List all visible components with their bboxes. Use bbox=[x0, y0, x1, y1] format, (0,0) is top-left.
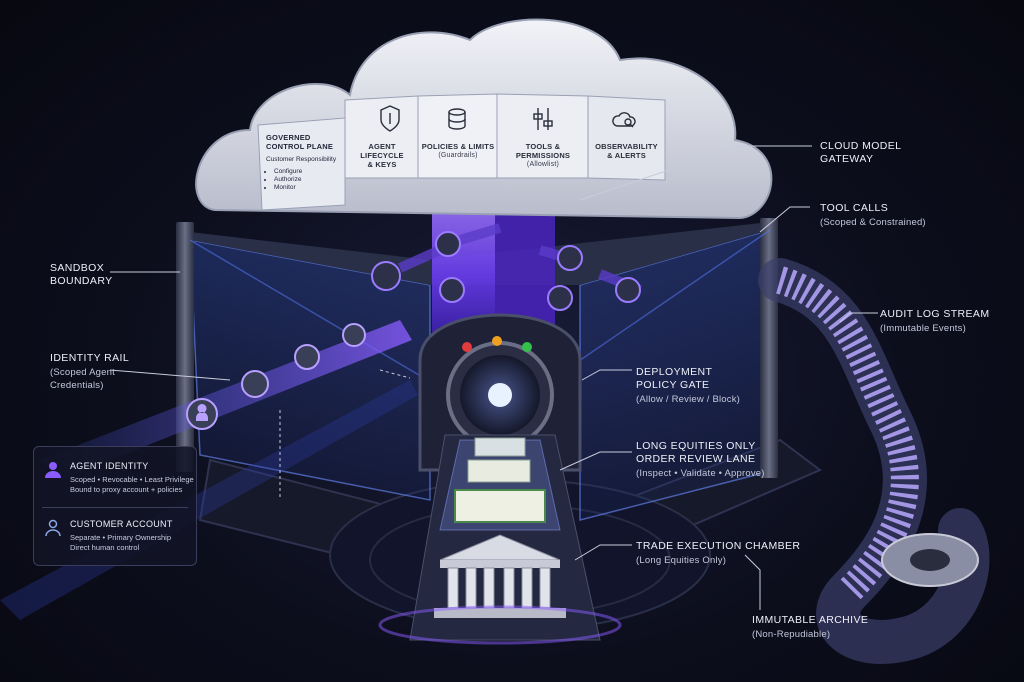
review-lane-label: LONG EQUITIES ONLY ORDER REVIEW LANE (In… bbox=[636, 440, 765, 480]
legend-agent: AGENT IDENTITY Scoped • Revocable • Leas… bbox=[70, 461, 194, 495]
execution-title: TRADE EXECUTION CHAMBER bbox=[636, 540, 801, 552]
execution-sub: (Long Equities Only) bbox=[636, 555, 727, 566]
leader-lines bbox=[109, 145, 878, 610]
policy-gate-label: DEPLOYMENT POLICY GATE (Allow / Review /… bbox=[636, 366, 740, 406]
review-lane-line-2: ORDER REVIEW LANE bbox=[636, 453, 756, 465]
legend-customer-line-2: Direct human control bbox=[70, 543, 140, 552]
governed-control-plane-panel: GOVERNED CONTROL PLANE Customer Responsi… bbox=[266, 133, 348, 192]
observability-panel: OBSERVABILITY & ALERTS bbox=[588, 142, 665, 160]
observability-title-2: & ALERTS bbox=[607, 151, 646, 160]
archive-sub: (Non-Repudiable) bbox=[752, 629, 831, 640]
observability-title-1: OBSERVABILITY bbox=[595, 142, 658, 151]
cloud-gateway-line-2: GATEWAY bbox=[820, 153, 874, 165]
tool-call-tubes bbox=[371, 223, 642, 311]
governed-title-1: GOVERNED bbox=[266, 133, 311, 142]
audit-log-title: AUDIT LOG STREAM bbox=[880, 308, 990, 320]
governed-bullets: Configure Authorize Monitor bbox=[266, 168, 348, 192]
archive-label: IMMUTABLE ARCHIVE (Non-Repudiable) bbox=[752, 614, 868, 641]
legend-agent-title: AGENT IDENTITY bbox=[70, 461, 149, 471]
certificate-2 bbox=[467, 459, 531, 483]
lifecycle-panel: AGENT LIFECYCLE & KEYS bbox=[346, 142, 418, 169]
tools-panel: TOOLS & PERMISSIONS (Allowlist) bbox=[498, 142, 588, 169]
legend-customer-line-1: Separate • Primary Ownership bbox=[70, 533, 171, 542]
gate-light-red bbox=[462, 342, 472, 352]
legend-customer: CUSTOMER ACCOUNT Separate • Primary Owne… bbox=[70, 519, 173, 553]
governed-bullet: Configure bbox=[274, 168, 348, 176]
policy-gate-line-1: DEPLOYMENT bbox=[636, 366, 713, 378]
cloud-control-plane bbox=[195, 18, 773, 220]
gate-light-green bbox=[522, 342, 532, 352]
identity-rail-title: IDENTITY RAIL bbox=[50, 352, 130, 364]
identity-rail-sub-1: (Scoped Agent bbox=[50, 367, 115, 378]
audit-log-label: AUDIT LOG STREAM (Immutable Events) bbox=[880, 308, 989, 335]
shield-icon bbox=[380, 105, 400, 132]
cloud-search-icon bbox=[612, 112, 636, 128]
governed-responsibility: Customer Responsibility bbox=[266, 156, 337, 163]
legend-divider bbox=[42, 507, 188, 508]
database-icon bbox=[448, 108, 466, 130]
tool-calls-sub: (Scoped & Constrained) bbox=[820, 217, 926, 228]
tool-calls-label: TOOL CALLS (Scoped & Constrained) bbox=[820, 202, 926, 229]
policy-gate-line-2: POLICY GATE bbox=[636, 379, 710, 391]
policy-gate-sub: (Allow / Review / Block) bbox=[636, 394, 741, 405]
sandbox-line-2: BOUNDARY bbox=[50, 275, 113, 287]
policies-sub: (Guardrails) bbox=[438, 152, 478, 159]
tool-calls-title: TOOL CALLS bbox=[820, 202, 889, 214]
governed-bullet: Authorize bbox=[274, 176, 348, 184]
legend-customer-title: CUSTOMER ACCOUNT bbox=[70, 519, 173, 529]
policies-title: POLICIES & LIMITS bbox=[421, 142, 495, 151]
agent-person-icon bbox=[45, 462, 61, 478]
sandbox-line-1: SANDBOX bbox=[50, 262, 105, 274]
lifecycle-title-2: & KEYS bbox=[367, 160, 397, 169]
lifecycle-title-1: AGENT LIFECYCLE bbox=[360, 142, 404, 160]
tools-title: TOOLS & PERMISSIONS bbox=[515, 142, 571, 160]
identity-rail-nodes bbox=[186, 323, 366, 430]
cloud-gateway-label: CLOUD MODEL GATEWAY bbox=[820, 140, 901, 166]
policy-gate bbox=[418, 313, 582, 472]
governed-title-2: CONTROL PLANE bbox=[266, 142, 334, 151]
legend-agent-line-1: Scoped • Revocable • Least Privilege bbox=[70, 475, 194, 484]
review-lane-line-1: LONG EQUITIES ONLY bbox=[636, 440, 756, 452]
policies-panel: POLICIES & LIMITS (Guardrails) bbox=[418, 142, 498, 160]
execution-chamber bbox=[378, 534, 622, 645]
customer-person-icon bbox=[45, 519, 61, 537]
sandbox-label: SANDBOX BOUNDARY bbox=[50, 262, 113, 288]
certificate-3 bbox=[454, 489, 546, 523]
gate-light-yellow bbox=[492, 336, 502, 346]
audit-log-stream bbox=[758, 258, 990, 664]
cloud-gateway-line-1: CLOUD MODEL bbox=[820, 140, 902, 152]
review-lane-sub: (Inspect • Validate • Approve) bbox=[636, 468, 765, 479]
archive-title: IMMUTABLE ARCHIVE bbox=[752, 614, 869, 626]
identity-rail-sub-2: Credentials) bbox=[50, 380, 104, 391]
legend-agent-line-2: Bound to proxy account + policies bbox=[70, 485, 183, 494]
execution-label: TRADE EXECUTION CHAMBER (Long Equities O… bbox=[636, 540, 800, 567]
tools-sub: (Allowlist) bbox=[526, 161, 560, 168]
legend-box: AGENT IDENTITY Scoped • Revocable • Leas… bbox=[33, 446, 197, 566]
governed-bullet: Monitor bbox=[274, 184, 348, 192]
identity-rail-label: IDENTITY RAIL (Scoped Agent Credentials) bbox=[50, 352, 129, 392]
certificate-1 bbox=[474, 437, 526, 457]
audit-log-sub: (Immutable Events) bbox=[880, 323, 966, 334]
sliders-icon bbox=[533, 108, 553, 130]
